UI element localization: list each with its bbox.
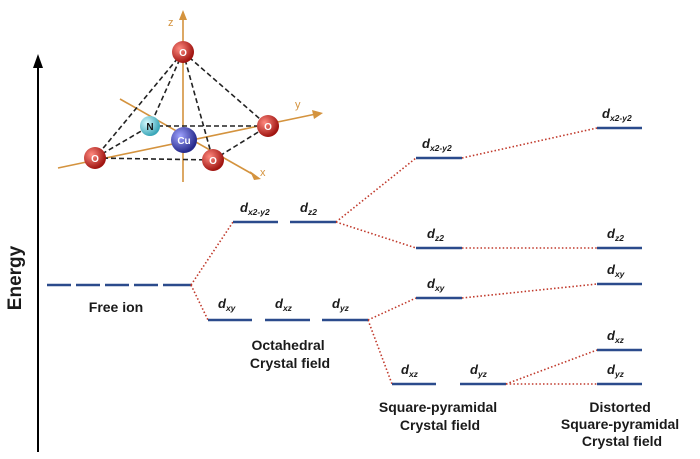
orbital-label-ds-xy: dxy bbox=[607, 262, 626, 279]
bond-apical-nitrogen bbox=[149, 51, 184, 127]
orbital-label-ds-xz: dxz bbox=[607, 328, 625, 345]
z-axis-label: z bbox=[168, 17, 174, 29]
connector bbox=[505, 349, 598, 385]
atom-label: O bbox=[179, 48, 187, 59]
atom-o-front: O bbox=[202, 149, 224, 171]
orbital-label-sp-x2y2: dx2-y2 bbox=[422, 136, 452, 153]
distorted-levels bbox=[597, 126, 642, 386]
orbital-label-ds-x2y2: dx2-y2 bbox=[602, 106, 632, 123]
z-axis-arrowhead bbox=[179, 10, 187, 20]
connector bbox=[461, 283, 598, 299]
caption-free-ion: Free ion bbox=[89, 299, 143, 315]
atom-n: N bbox=[140, 116, 160, 136]
atom-o-left: O bbox=[84, 147, 106, 169]
energy-axis: Energy bbox=[5, 54, 43, 452]
octahedral-levels bbox=[208, 220, 368, 322]
orbital-label-sp-z2: dz2 bbox=[427, 226, 444, 243]
bond-apical-front bbox=[182, 51, 214, 161]
caption-octahedral: Octahedral Crystal field bbox=[250, 337, 330, 371]
atom-label: O bbox=[209, 156, 217, 167]
orbital-label-sp-xz: dxz bbox=[401, 362, 419, 379]
atom-label: O bbox=[91, 154, 99, 165]
x-axis-arrowhead bbox=[250, 171, 261, 180]
orbital-label-oct-xz: dxz bbox=[275, 296, 293, 313]
orbital-labels: dx2-y2 dz2 dxy dxz dyz dx2-y2 dz2 dxy dx… bbox=[218, 106, 632, 379]
y-axis-label: y bbox=[295, 99, 301, 111]
orbital-label-oct-xy: dxy bbox=[218, 296, 237, 313]
connector bbox=[367, 319, 393, 385]
bond-left-front bbox=[94, 157, 214, 161]
connector bbox=[190, 221, 234, 286]
y-axis-arrowhead bbox=[312, 110, 323, 119]
splitting-connectors bbox=[190, 127, 598, 385]
atom-label: O bbox=[264, 122, 272, 133]
molecule-structure: z y x O N O Cu bbox=[57, 10, 323, 182]
atom-label: N bbox=[146, 122, 153, 133]
orbital-label-oct-z2: dz2 bbox=[300, 200, 317, 217]
connector bbox=[367, 297, 417, 321]
orbital-label-sp-yz: dyz bbox=[470, 362, 488, 379]
caption-square-pyramidal: Square-pyramidal Crystal field bbox=[379, 399, 501, 433]
orbital-label-oct-yz: dyz bbox=[332, 296, 350, 313]
atom-o-right: O bbox=[257, 115, 279, 137]
bond-apical-right bbox=[182, 51, 269, 127]
energy-axis-label: Energy bbox=[5, 245, 26, 310]
square-pyramidal-levels bbox=[392, 156, 506, 386]
orbital-label-ds-yz: dyz bbox=[607, 362, 625, 379]
connector bbox=[335, 221, 417, 249]
orbital-label-ds-z2: dz2 bbox=[607, 226, 624, 243]
x-axis-label: x bbox=[260, 167, 266, 179]
connector bbox=[461, 127, 598, 159]
bond-apical-left bbox=[94, 51, 184, 159]
orbital-label-sp-xy: dxy bbox=[427, 276, 446, 293]
atom-cu: Cu bbox=[171, 127, 197, 153]
connector bbox=[335, 157, 417, 223]
connector bbox=[190, 284, 209, 321]
energy-axis-arrowhead bbox=[33, 54, 43, 68]
atom-o-apical: O bbox=[172, 41, 194, 63]
atom-label: Cu bbox=[177, 136, 190, 147]
stage-captions: Free ion Octahedral Crystal field Square… bbox=[89, 299, 683, 449]
caption-distorted: Distorted Square-pyramidal Crystal field bbox=[561, 399, 683, 449]
orbital-label-oct-x2y2: dx2-y2 bbox=[240, 200, 270, 217]
